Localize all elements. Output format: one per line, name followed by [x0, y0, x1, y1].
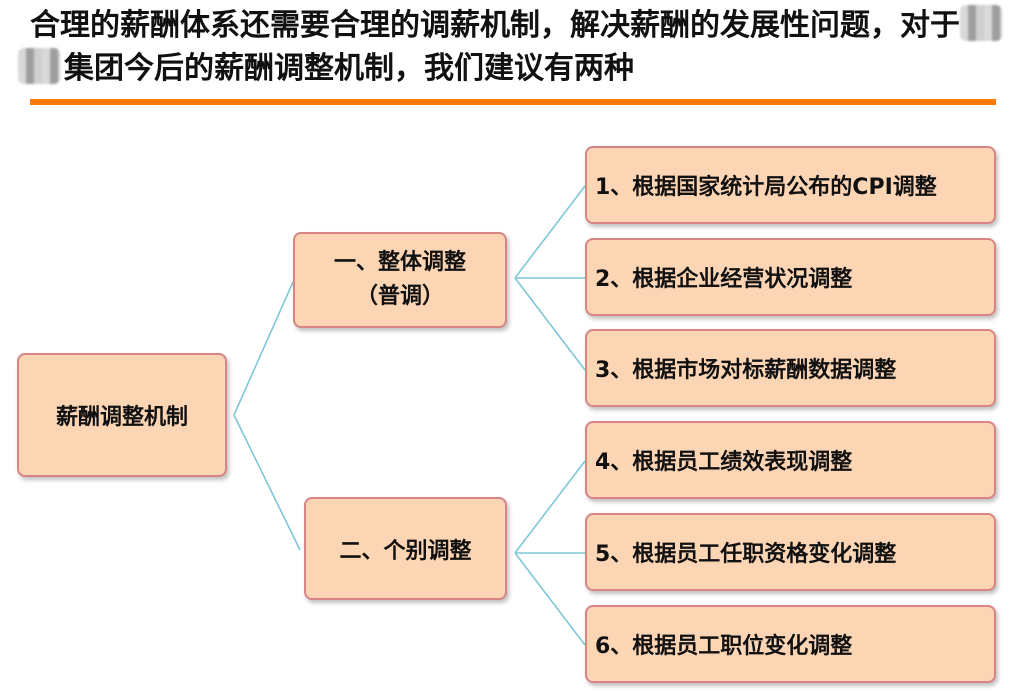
group-label: 二、个别调整	[339, 538, 472, 564]
leaf-node-cpi: 1、根据国家统计局公布的CPI调整	[585, 146, 996, 224]
connector-root-g2	[233, 414, 301, 551]
slide-title: 合理的薪酬体系还需要合理的调薪机制，解决薪酬的发展性问题，对于 集团今后的薪酬调…	[18, 4, 1010, 90]
title-text-2: 集团今后的薪酬调整机制，我们建议有两种	[64, 51, 634, 86]
leaf-node-performance: 4、根据员工绩效表现调整	[585, 421, 996, 499]
group-node-overall: 一、整体调整 （普调）	[293, 232, 507, 328]
group-label: 一、整体调整	[333, 250, 466, 275]
group-node-individual: 二、个别调整	[304, 497, 507, 600]
title-text-1: 合理的薪酬体系还需要合理的调薪机制，解决薪酬的发展性问题，对于	[30, 8, 960, 43]
connector-g2-l6	[514, 552, 586, 646]
title-line-1: 合理的薪酬体系还需要合理的调薪机制，解决薪酬的发展性问题，对于	[30, 4, 1010, 47]
connector-g2-l4	[514, 460, 586, 554]
root-node: 薪酬调整机制	[17, 353, 227, 477]
leaf-label: 5、根据员工任职资格变化调整	[595, 542, 897, 567]
redacted-name-blur	[960, 5, 1002, 41]
redacted-name-blur	[18, 48, 60, 84]
leaf-label: 1、根据国家统计局公布的CPI调整	[595, 175, 937, 200]
group-sublabel: （普调）	[355, 284, 444, 309]
root-label: 薪酬调整机制	[55, 405, 188, 430]
leaf-label: 3、根据市场对标薪酬数据调整	[595, 358, 897, 383]
leaf-node-business-status: 2、根据企业经营状况调整	[585, 238, 996, 316]
leaf-node-market-benchmark: 3、根据市场对标薪酬数据调整	[585, 329, 996, 407]
connector-g1-l3	[514, 277, 586, 371]
leaf-node-qualification: 5、根据员工任职资格变化调整	[585, 513, 996, 591]
leaf-node-position-change: 6、根据员工职位变化调整	[585, 605, 996, 683]
connector-root-g1	[233, 281, 294, 416]
leaf-label: 4、根据员工绩效表现调整	[595, 450, 853, 475]
leaf-label: 2、根据企业经营状况调整	[595, 267, 853, 292]
accent-divider	[30, 99, 996, 105]
title-line-2: 集团今后的薪酬调整机制，我们建议有两种	[18, 47, 1010, 90]
leaf-label: 6、根据员工职位变化调整	[595, 634, 853, 659]
connector-g1-l1	[514, 185, 586, 279]
